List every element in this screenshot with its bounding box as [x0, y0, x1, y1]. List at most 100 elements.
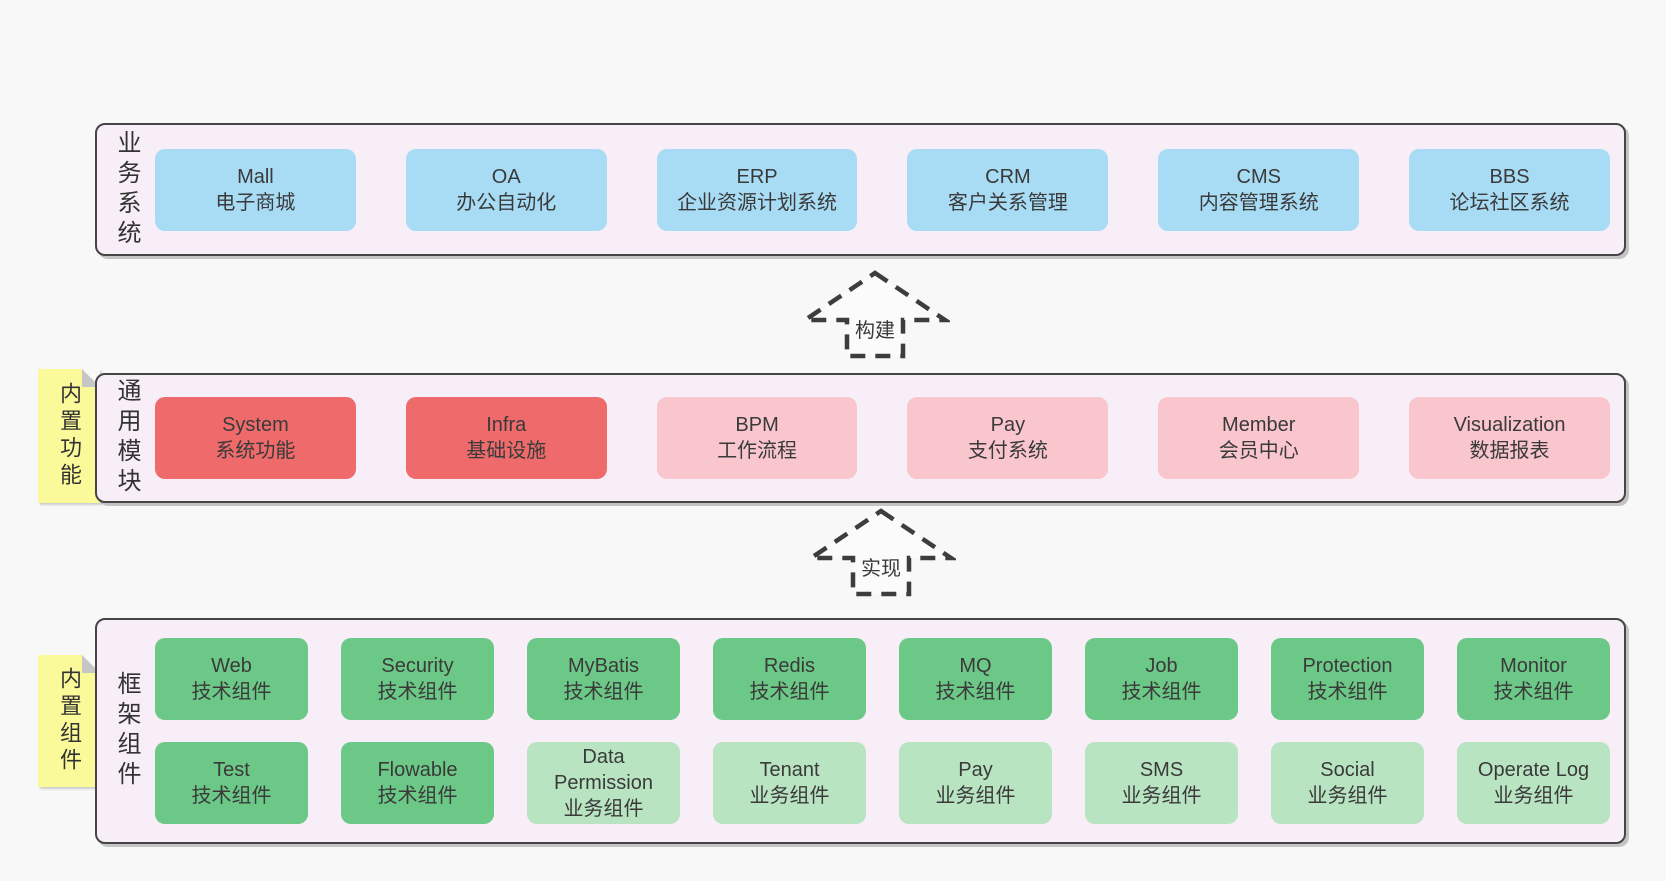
box-title: SMS — [1139, 759, 1184, 781]
box-mall: Mall 电子商城 — [155, 148, 356, 231]
box-title: Monitor — [1500, 655, 1567, 677]
build-arrow: 构建 — [800, 268, 950, 360]
box-subtitle: 技术组件 — [749, 681, 830, 703]
box-title: ERP — [736, 165, 778, 188]
box-title: Flowable — [377, 759, 458, 781]
box-bbs: BBS 论坛社区系统 — [1409, 148, 1610, 231]
box-title: Visualization — [1453, 414, 1566, 436]
box-subtitle: 电子商城 — [215, 191, 296, 214]
box-subtitle: 数据报表 — [1469, 440, 1550, 462]
band-business-systems: 业务系统 Mall 电子商城 OA 办公自动化 ERP 企业资源计划系统 CRM… — [95, 123, 1626, 256]
box-redis: Redis 技术组件 — [713, 638, 866, 720]
box-subtitle: 系统功能 — [215, 440, 296, 462]
box-infra: Infra 基础设施 — [405, 397, 607, 479]
box-subtitle: 技术组件 — [191, 785, 272, 807]
box-subtitle: 技术组件 — [935, 681, 1016, 703]
box-subtitle: 技术组件 — [1307, 681, 1388, 703]
sticky-text: 内置组件 — [57, 667, 82, 775]
box-test: Test 技术组件 — [155, 742, 308, 824]
box-visualization: Visualization 数据报表 — [1409, 397, 1610, 479]
box-data-permission: Data Permission 业务组件 — [527, 742, 680, 824]
box-title: Redis — [763, 655, 816, 677]
box-mybatis: MyBatis 技术组件 — [527, 638, 680, 720]
box-cms: CMS 内容管理系统 — [1158, 148, 1360, 231]
box-oa: OA 办公自动化 — [405, 148, 607, 231]
box-title: Social — [1320, 759, 1375, 781]
box-sms: SMS 业务组件 — [1085, 742, 1238, 824]
box-subtitle: 业务组件 — [1307, 785, 1388, 807]
box-title: MQ — [959, 655, 992, 677]
box-subtitle: 客户关系管理 — [947, 191, 1068, 214]
implement-arrow: 实现 — [806, 506, 956, 598]
box-title: BBS — [1489, 165, 1530, 188]
business-boxes-row: Mall 电子商城 OA 办公自动化 ERP 企业资源计划系统 CRM 客户关系… — [155, 125, 1624, 254]
box-title: Security — [381, 655, 454, 677]
box-title: CRM — [985, 165, 1031, 188]
arrow-label-implement: 实现 — [861, 558, 901, 580]
band-label-modules: 通用模块 — [97, 375, 155, 501]
box-subtitle: 支付系统 — [967, 440, 1048, 462]
sticky-note-builtin-features: 内置功能 — [38, 369, 100, 503]
box-erp: ERP 企业资源计划系统 — [656, 148, 858, 231]
box-subtitle: 企业资源计划系统 — [677, 191, 838, 214]
box-subtitle: 技术组件 — [377, 785, 458, 807]
component-row-2: Test 技术组件 Flowable 技术组件 Data Permission … — [155, 742, 1610, 824]
box-title: System — [222, 414, 289, 436]
box-title: Pay — [990, 414, 1026, 436]
box-web: Web 技术组件 — [155, 638, 308, 720]
box-operate-log: Operate Log 业务组件 — [1457, 742, 1610, 824]
box-title: Web — [211, 655, 252, 677]
box-subtitle: 技术组件 — [377, 681, 458, 703]
band-label-text: 通用模块 — [113, 378, 140, 498]
band-label-components: 框架组件 — [97, 620, 155, 842]
box-subtitle: 论坛社区系统 — [1449, 191, 1570, 214]
box-subtitle: 技术组件 — [1121, 681, 1202, 703]
box-flowable: Flowable 技术组件 — [341, 742, 494, 824]
sticky-text: 内置功能 — [57, 382, 82, 490]
dashed-up-arrow-icon — [800, 270, 950, 359]
band-framework-components: 框架组件 Web 技术组件 Security 技术组件 MyBatis 技术组件… — [95, 618, 1626, 844]
box-mq: MQ 技术组件 — [899, 638, 1052, 720]
box-title: BPM — [735, 414, 779, 436]
dashed-up-arrow-icon — [806, 508, 956, 597]
box-subtitle: 基础设施 — [466, 440, 547, 462]
band-label-text: 业务系统 — [113, 129, 140, 250]
box-title: Mall — [237, 165, 274, 188]
box-title: Member — [1222, 414, 1296, 436]
box-job: Job 技术组件 — [1085, 638, 1238, 720]
component-row-1: Web 技术组件 Security 技术组件 MyBatis 技术组件 Redi… — [155, 638, 1610, 720]
box-title: Protection — [1302, 655, 1393, 677]
box-member: Member 会员中心 — [1158, 397, 1360, 479]
box-subtitle: 技术组件 — [191, 681, 272, 703]
box-subtitle: 技术组件 — [563, 681, 644, 703]
box-title: MyBatis — [567, 655, 640, 677]
box-crm: CRM 客户关系管理 — [907, 148, 1109, 231]
box-subtitle: 业务组件 — [935, 785, 1016, 807]
box-title: Data Permission — [554, 746, 653, 794]
box-system: System 系统功能 — [155, 397, 356, 479]
arrow-label-build: 构建 — [855, 320, 895, 342]
box-subtitle: 业务组件 — [1493, 785, 1574, 807]
band-label-business: 业务系统 — [97, 125, 155, 254]
box-social: Social 业务组件 — [1271, 742, 1424, 824]
box-subtitle: 工作流程 — [717, 440, 798, 462]
box-subtitle: 业务组件 — [563, 798, 644, 820]
box-title: Tenant — [759, 759, 820, 781]
box-title: Job — [1145, 655, 1178, 677]
box-subtitle: 办公自动化 — [456, 191, 557, 214]
box-subtitle: 会员中心 — [1218, 440, 1299, 462]
box-pay-module: Pay 支付系统 — [907, 397, 1109, 479]
box-title: Operate Log — [1477, 759, 1590, 781]
box-monitor: Monitor 技术组件 — [1457, 638, 1610, 720]
box-security: Security 技术组件 — [341, 638, 494, 720]
box-subtitle: 内容管理系统 — [1198, 191, 1319, 214]
box-bpm: BPM 工作流程 — [656, 397, 858, 479]
band-common-modules: 通用模块 System 系统功能 Infra 基础设施 BPM 工作流程 Pay… — [95, 373, 1626, 503]
module-boxes-row: System 系统功能 Infra 基础设施 BPM 工作流程 Pay 支付系统… — [155, 375, 1624, 501]
box-pay-component: Pay 业务组件 — [899, 742, 1052, 824]
box-protection: Protection 技术组件 — [1271, 638, 1424, 720]
box-subtitle: 业务组件 — [1121, 785, 1202, 807]
component-boxes-grid: Web 技术组件 Security 技术组件 MyBatis 技术组件 Redi… — [155, 620, 1624, 842]
box-title: Pay — [958, 759, 993, 781]
